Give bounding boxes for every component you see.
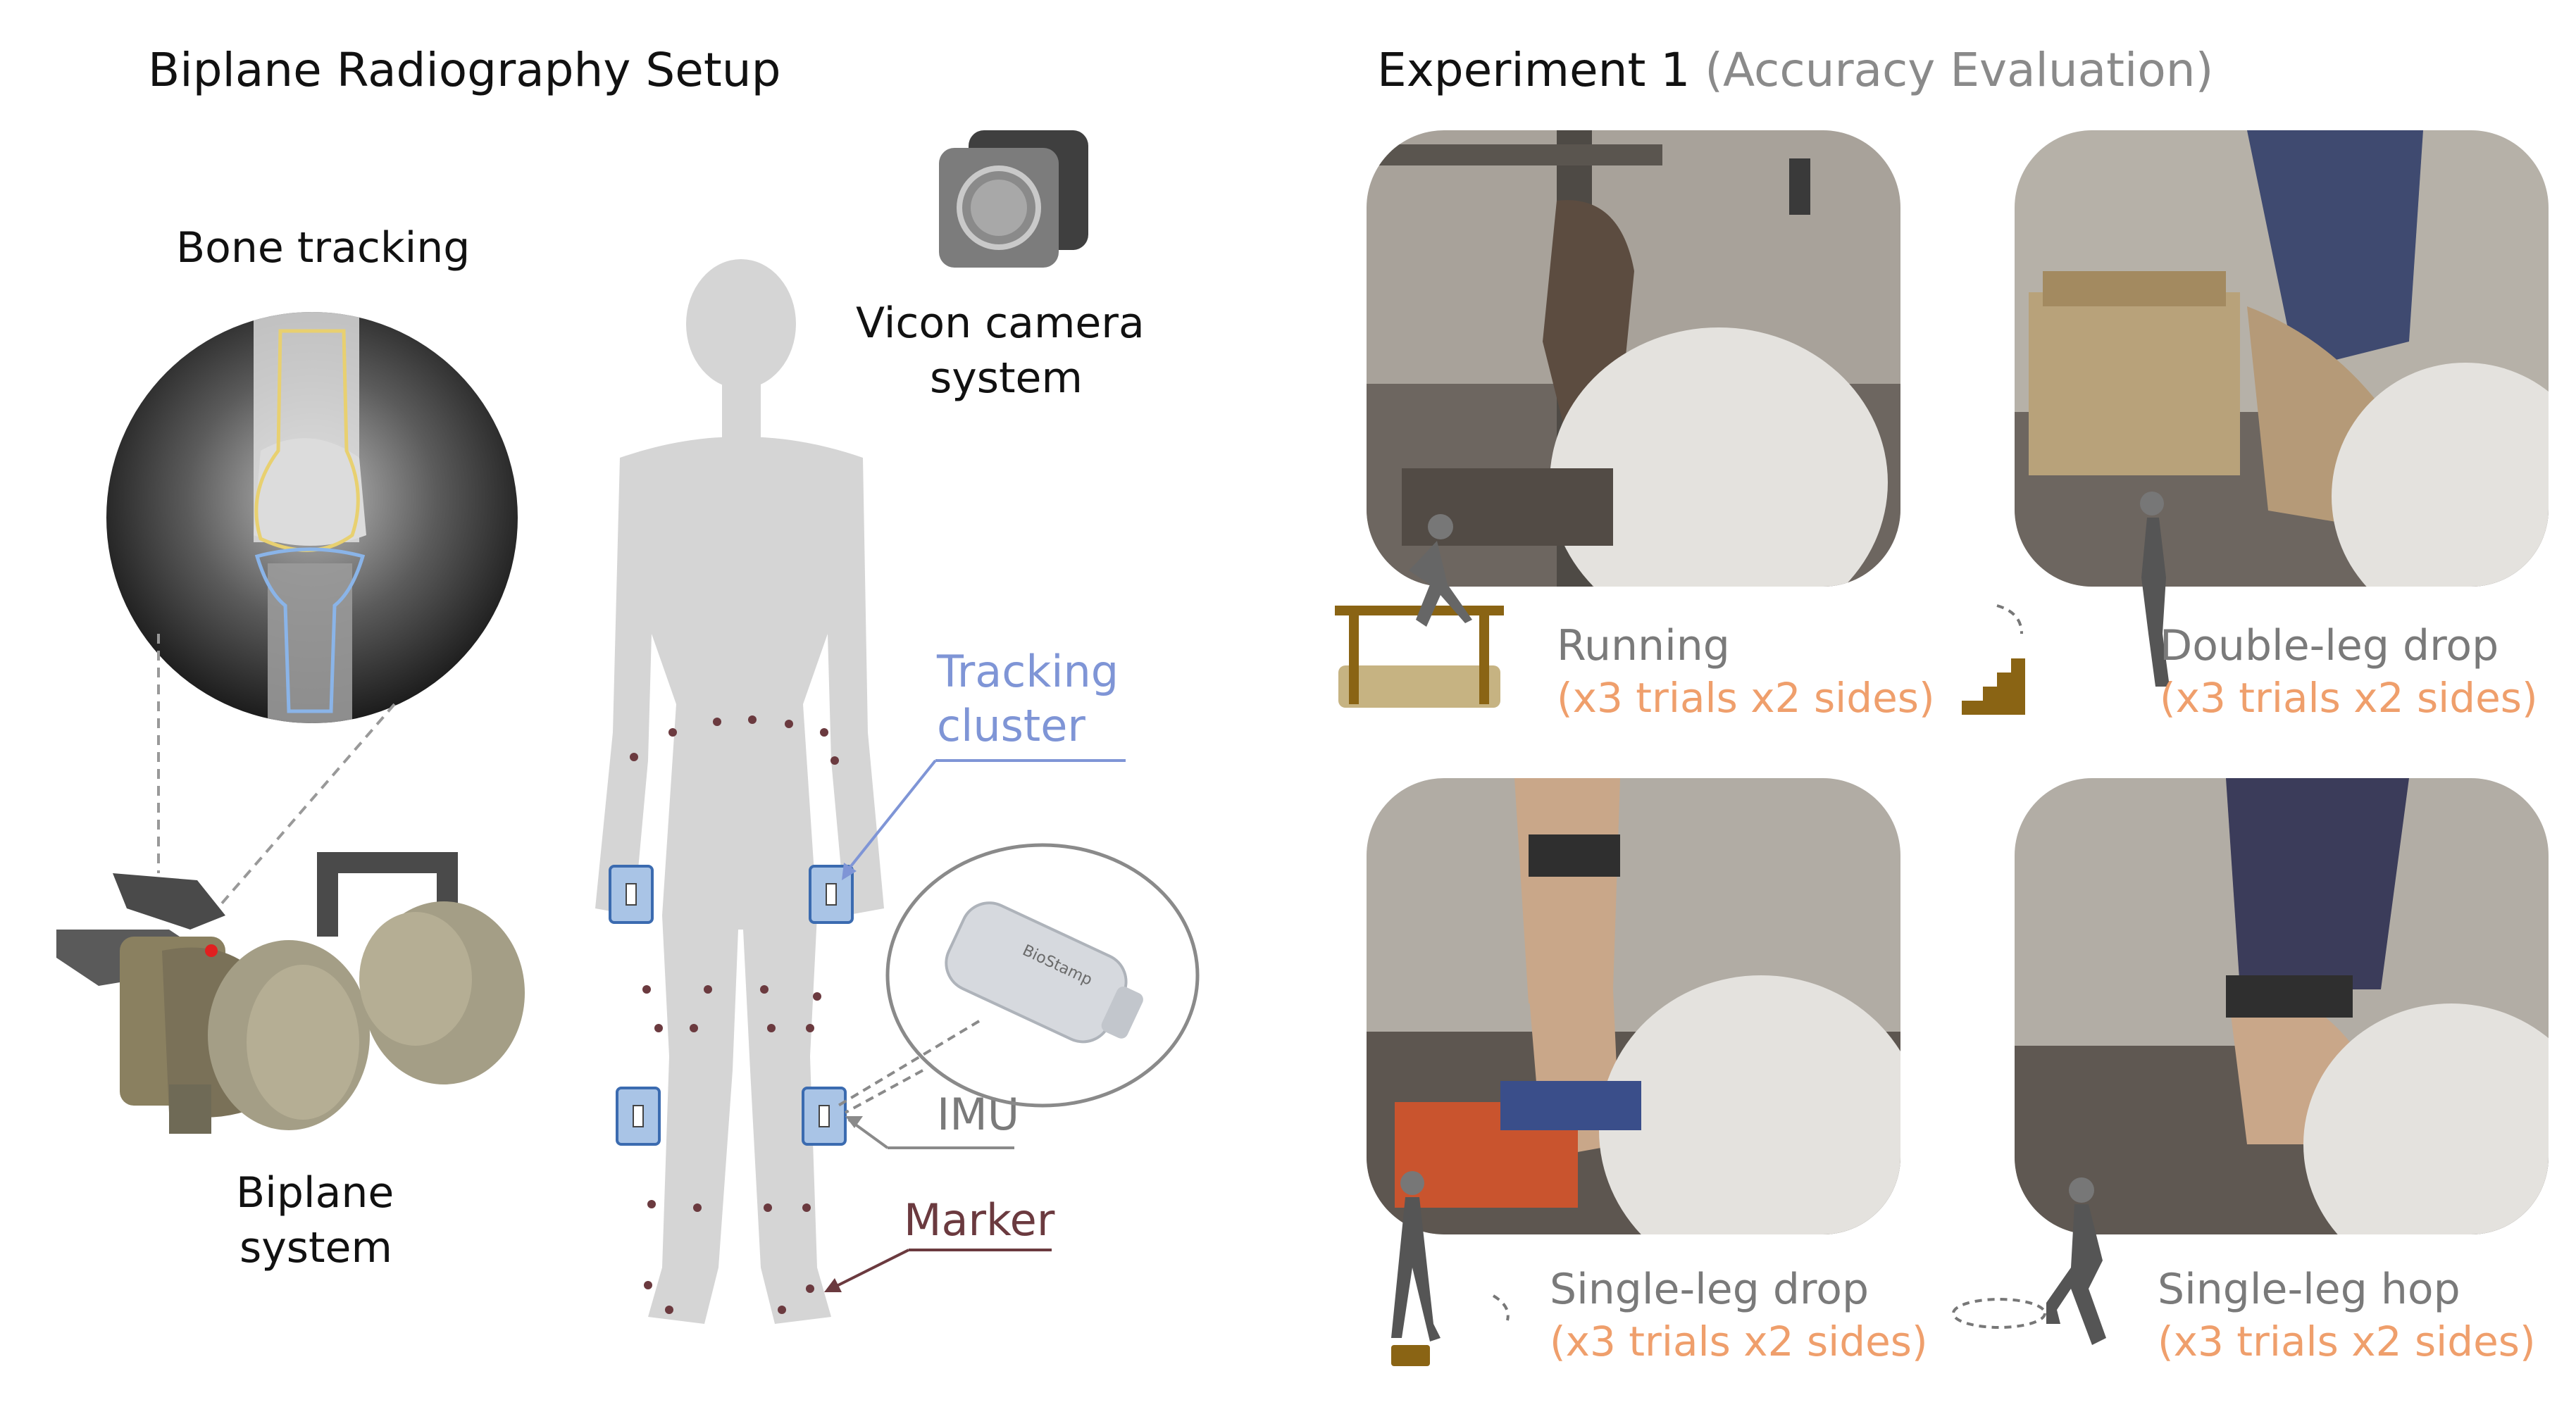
- camera-icon: [939, 130, 1088, 268]
- task-label-running: Running: [1557, 621, 1730, 670]
- xray-image: [106, 312, 518, 723]
- camera-label-line2: system: [930, 354, 1083, 403]
- task-label-double-leg-drop: Double-leg drop: [2160, 621, 2499, 670]
- body-silhouette: [595, 259, 884, 1324]
- task-detail-single-leg-hop: (x3 trials x2 sides): [2158, 1318, 2536, 1365]
- photo-double-leg-drop: [2015, 130, 2549, 587]
- imu-label: IMU: [937, 1089, 1020, 1140]
- task-label-single-leg-hop: Single-leg hop: [2158, 1265, 2460, 1314]
- tibia-outline: [254, 547, 366, 713]
- task-detail-single-leg-drop: (x3 trials x2 sides): [1550, 1318, 1928, 1365]
- biplane-label-line1: Biplane: [236, 1168, 394, 1218]
- biplane-system-icon: [56, 852, 525, 1134]
- running-icon: [1335, 514, 1504, 708]
- setup-title: Biplane Radiography Setup: [148, 43, 781, 97]
- task-detail-double-leg-drop: (x3 trials x2 sides): [2160, 674, 2538, 722]
- experiment-title-main: Experiment 1: [1377, 43, 1691, 97]
- task-detail-running: (x3 trials x2 sides): [1557, 674, 1935, 722]
- single-leg-drop-icon: [1391, 1171, 1510, 1366]
- experiment-title: Experiment 1 (Accuracy Evaluation): [1377, 44, 2213, 97]
- body-markers: [630, 715, 839, 1314]
- imu-clusters: [609, 865, 854, 1146]
- photo-single-leg-hop: [2015, 778, 2549, 1234]
- tracking-cluster-label-line2: cluster: [937, 700, 1085, 751]
- single-leg-hop-icon: [1952, 1177, 2106, 1345]
- device-callout-ellipse: [885, 843, 1200, 1108]
- photo-single-leg-drop: [1367, 778, 1900, 1234]
- camera-label-line1: Vicon camera: [856, 299, 1145, 348]
- task-label-single-leg-drop: Single-leg drop: [1550, 1265, 1869, 1314]
- experiment-title-paren: (Accuracy Evaluation): [1705, 43, 2214, 97]
- tracking-cluster-label-line1: Tracking: [937, 646, 1119, 697]
- double-leg-drop-icon: [1962, 492, 2170, 715]
- biostamp-device: [945, 901, 1143, 1044]
- bone-tracking-label: Bone tracking: [176, 223, 471, 273]
- marker-label: Marker: [904, 1194, 1055, 1246]
- biplane-label-line2: system: [239, 1223, 392, 1272]
